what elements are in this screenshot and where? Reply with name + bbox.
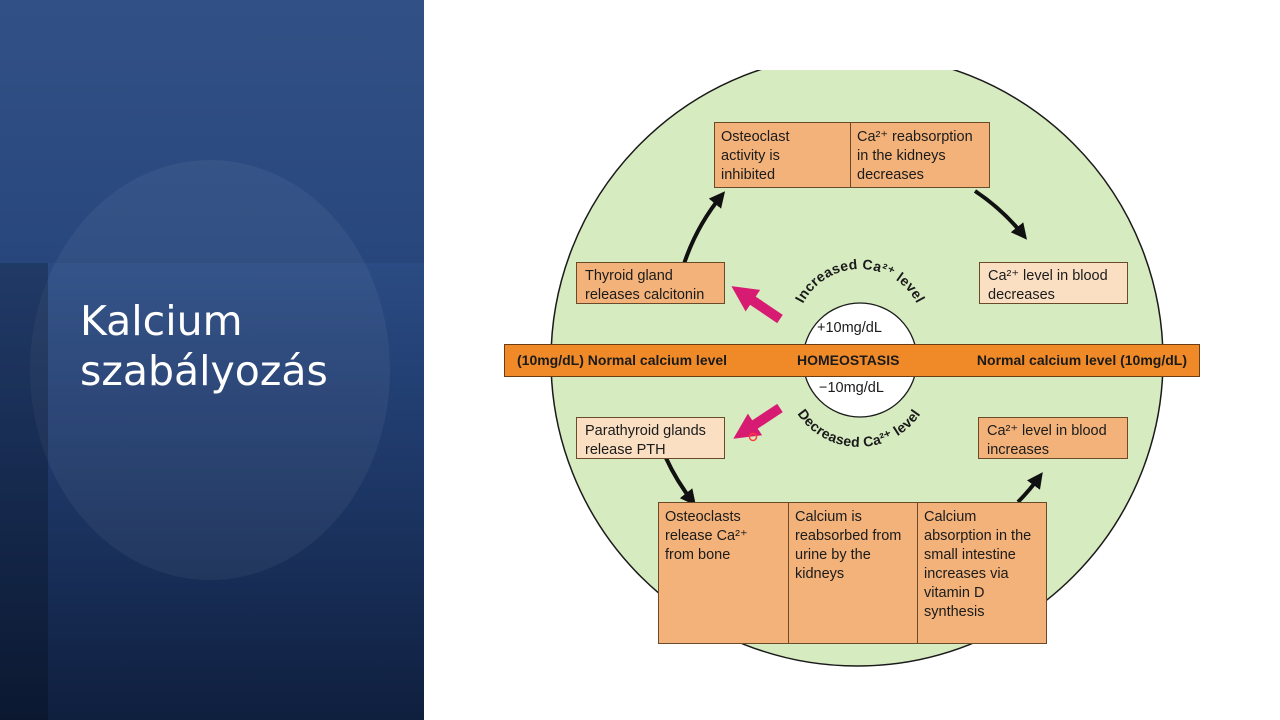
box-decreased-effects-bottom: Osteoclasts release Ca²⁺ from bone Calci… xyxy=(658,502,1047,644)
panel-band-top xyxy=(0,0,424,263)
slide-title: Kalcium szabályozás xyxy=(80,296,328,396)
homeostasis-bar: (10mg/dL) Normal calcium level HOMEOSTAS… xyxy=(504,344,1200,377)
panel-left-strip xyxy=(0,263,48,720)
arrow-to-osteoclast-inhibited xyxy=(681,191,726,268)
pointer-arrow-pth xyxy=(733,403,783,439)
box-blood-level-decreases: Ca²⁺ level in blood decreases xyxy=(979,262,1128,304)
box-thyroid-calcitonin: Thyroid gland releases calcitonin xyxy=(576,262,725,304)
arrow-to-blood-decreases xyxy=(973,189,1027,240)
calcium-homeostasis-diagram: Increased Ca²⁺ level Decreased Ca²⁺ leve… xyxy=(500,70,1205,670)
plus-10-value: +10mg/dL xyxy=(817,320,882,336)
cursor-dot xyxy=(748,432,758,442)
pointer-arrow-calcitonin xyxy=(731,286,783,324)
arrow-to-osteoclasts-release xyxy=(664,457,696,506)
bar-right-label: Normal calcium level (10mg/dL) xyxy=(976,352,1187,368)
slide-title-line-2: szabályozás xyxy=(80,347,328,395)
box-osteoclast-inhibited: Osteoclast activity is inhibited xyxy=(715,123,851,187)
slide-title-line-1: Kalcium xyxy=(80,297,243,345)
box-osteoclasts-release-calcium: Osteoclasts release Ca²⁺ from bone xyxy=(659,503,789,643)
title-panel: Kalcium szabályozás xyxy=(0,0,424,720)
bar-center-label: HOMEOSTASIS xyxy=(797,352,900,368)
box-intestine-absorption: Calcium absorption in the small intestin… xyxy=(924,509,1032,620)
bar-left-label: (10mg/dL) Normal calcium level xyxy=(517,352,728,368)
box-increased-effects-top: Osteoclast activity is inhibited Ca²⁺ re… xyxy=(714,122,990,188)
box-parathyroid-pth: Parathyroid glands release PTH xyxy=(576,417,725,459)
box-blood-level-increases: Ca²⁺ level in blood increases xyxy=(978,417,1128,459)
arrow-to-blood-increases xyxy=(1016,472,1043,504)
panel-circle-decoration xyxy=(30,160,390,580)
box-kidney-reabsorption: Calcium is reabsorbed from urine by the … xyxy=(789,503,918,643)
box-kidney-reabsorption-decreases: Ca²⁺ reabsorption in the kidneys decreas… xyxy=(857,129,973,183)
minus-10-value: −10mg/dL xyxy=(819,380,884,396)
